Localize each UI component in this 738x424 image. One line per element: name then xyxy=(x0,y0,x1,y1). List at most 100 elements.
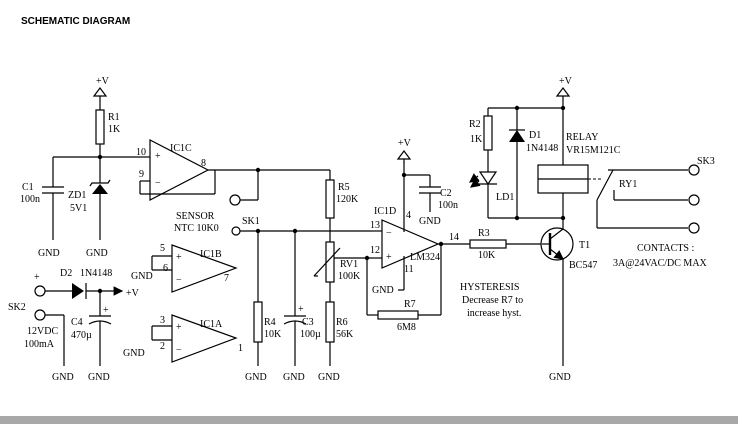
resistor-r7: R7 6M8 xyxy=(377,299,419,333)
svg-text:GND: GND xyxy=(283,372,305,383)
svg-text:SK1: SK1 xyxy=(242,216,260,227)
svg-text:C2: C2 xyxy=(440,188,452,199)
diode-d2: D2 1N4148 +V xyxy=(60,268,140,299)
svg-text:+: + xyxy=(298,304,304,315)
relay-contacts-ry1: RY1 xyxy=(588,169,688,229)
resistor-r2: R2 1K xyxy=(469,108,493,172)
svg-text:HYSTERESIS: HYSTERESIS xyxy=(460,282,519,293)
svg-text:10K: 10K xyxy=(478,250,496,261)
svg-text:GND: GND xyxy=(549,372,571,383)
svg-text:100mA: 100mA xyxy=(24,339,55,350)
svg-text:increase hyst.: increase hyst. xyxy=(467,308,521,319)
svg-text:9: 9 xyxy=(139,169,144,180)
svg-text:SENSOR: SENSOR xyxy=(176,211,215,222)
svg-text:7: 7 xyxy=(224,273,229,284)
svg-text:+: + xyxy=(176,322,182,333)
contacts-note: CONTACTS : 3A@24VAC/DC MAX xyxy=(613,243,708,269)
svg-text:GND: GND xyxy=(38,248,60,259)
svg-text:+V: +V xyxy=(559,76,573,87)
svg-text:R7: R7 xyxy=(404,299,416,310)
svg-text:5: 5 xyxy=(160,243,165,254)
capacitor-c1: C1 100n GND xyxy=(20,157,64,259)
svg-text:C3: C3 xyxy=(302,317,314,328)
capacitor-c2: C2 100n GND xyxy=(401,172,458,227)
svg-text:GND: GND xyxy=(123,348,145,359)
svg-text:1: 1 xyxy=(238,343,243,354)
diode-d1: D1 1N4148 xyxy=(509,108,558,221)
svg-text:1N4148: 1N4148 xyxy=(80,268,112,279)
svg-text:IC1C: IC1C xyxy=(170,143,192,154)
transistor-t1: T1 BC547 GND xyxy=(540,218,597,383)
svg-text:C4: C4 xyxy=(71,317,83,328)
svg-text:−: − xyxy=(155,178,161,189)
svg-text:R4: R4 xyxy=(264,317,276,328)
svg-text:RV1: RV1 xyxy=(340,259,358,270)
resistor-r6: R6 56K GND xyxy=(318,301,354,383)
svg-text:RELAY: RELAY xyxy=(566,132,598,143)
svg-text:R3: R3 xyxy=(478,228,490,239)
svg-text:100n: 100n xyxy=(20,194,40,205)
svg-text:2: 2 xyxy=(160,341,165,352)
led-ld1: LD1 xyxy=(469,171,563,219)
opamp-ic1b: + − IC1B 5 6 7 GND xyxy=(131,243,238,293)
svg-text:GND: GND xyxy=(372,285,394,296)
svg-text:1K: 1K xyxy=(108,124,121,135)
svg-text:BC547: BC547 xyxy=(569,260,597,271)
vplus-label: +V xyxy=(96,76,110,87)
vplus-left: +V xyxy=(92,76,110,110)
svg-text:D1: D1 xyxy=(529,130,541,141)
svg-text:1K: 1K xyxy=(470,134,483,145)
capacitor-c3: + C3 100µ GND xyxy=(283,228,321,383)
capacitor-c4: + C4 470µ GND xyxy=(71,291,112,383)
svg-text:5V1: 5V1 xyxy=(70,203,87,214)
svg-text:RY1: RY1 xyxy=(619,179,637,190)
svg-text:10K: 10K xyxy=(264,329,282,340)
opamp-ic1d: − + IC1D 13 12 LM324 4 11 14 GND xyxy=(364,162,470,316)
svg-text:GND: GND xyxy=(131,271,153,282)
svg-text:GND: GND xyxy=(88,372,110,383)
bottom-scroll-bar xyxy=(0,416,738,424)
svg-text:CONTACTS :: CONTACTS : xyxy=(637,243,694,254)
relay-coil: RELAY VR15M121C xyxy=(537,108,621,221)
svg-text:SK2: SK2 xyxy=(8,302,26,313)
vplus-right: +V xyxy=(488,76,573,111)
vplus-ic1d: +V xyxy=(396,138,412,163)
connector-sk2: + SK2 12VDC 100mA GND xyxy=(8,272,74,383)
svg-text:+V: +V xyxy=(126,288,140,299)
svg-text:120K: 120K xyxy=(336,194,359,205)
svg-text:GND: GND xyxy=(86,248,108,259)
svg-text:Decrease R7 to: Decrease R7 to xyxy=(462,295,523,306)
svg-text:−: − xyxy=(176,345,182,356)
svg-text:100µ: 100µ xyxy=(300,329,321,340)
resistor-r4: R4 10K GND xyxy=(245,228,282,383)
svg-text:IC1B: IC1B xyxy=(200,249,222,260)
resistor-r5: R5 120K xyxy=(325,170,359,219)
svg-text:GND: GND xyxy=(52,372,74,383)
svg-text:12: 12 xyxy=(370,245,380,256)
zener-zd1: ZD1 5V1 GND xyxy=(68,157,111,259)
svg-text:VR15M121C: VR15M121C xyxy=(566,145,621,156)
svg-text:ZD1: ZD1 xyxy=(68,190,86,201)
svg-text:+V: +V xyxy=(398,138,412,149)
svg-text:56K: 56K xyxy=(336,329,354,340)
svg-text:14: 14 xyxy=(449,232,459,243)
svg-text:−: − xyxy=(386,228,392,239)
connector-sk3: SK3 xyxy=(688,156,715,234)
svg-text:12VDC: 12VDC xyxy=(27,326,58,337)
resistor-r1: R1 1K xyxy=(95,109,121,145)
svg-text:100n: 100n xyxy=(438,200,458,211)
svg-text:10: 10 xyxy=(136,147,146,158)
svg-text:3A@24VAC/DC MAX: 3A@24VAC/DC MAX xyxy=(613,258,708,269)
resistor-r3: R3 10K xyxy=(469,228,542,261)
svg-text:IC1D: IC1D xyxy=(374,206,396,217)
svg-text:SK3: SK3 xyxy=(697,156,715,167)
svg-text:IC1A: IC1A xyxy=(200,319,223,330)
svg-text:4: 4 xyxy=(406,210,411,221)
opamp-ic1a: + − IC1A 3 2 1 GND xyxy=(123,314,243,363)
svg-text:GND: GND xyxy=(245,372,267,383)
svg-text:6: 6 xyxy=(163,263,168,274)
svg-text:C1: C1 xyxy=(22,182,34,193)
sensor-sk1: SENSOR NTC 10K0 SK1 xyxy=(174,167,372,236)
svg-text:100K: 100K xyxy=(338,271,361,282)
